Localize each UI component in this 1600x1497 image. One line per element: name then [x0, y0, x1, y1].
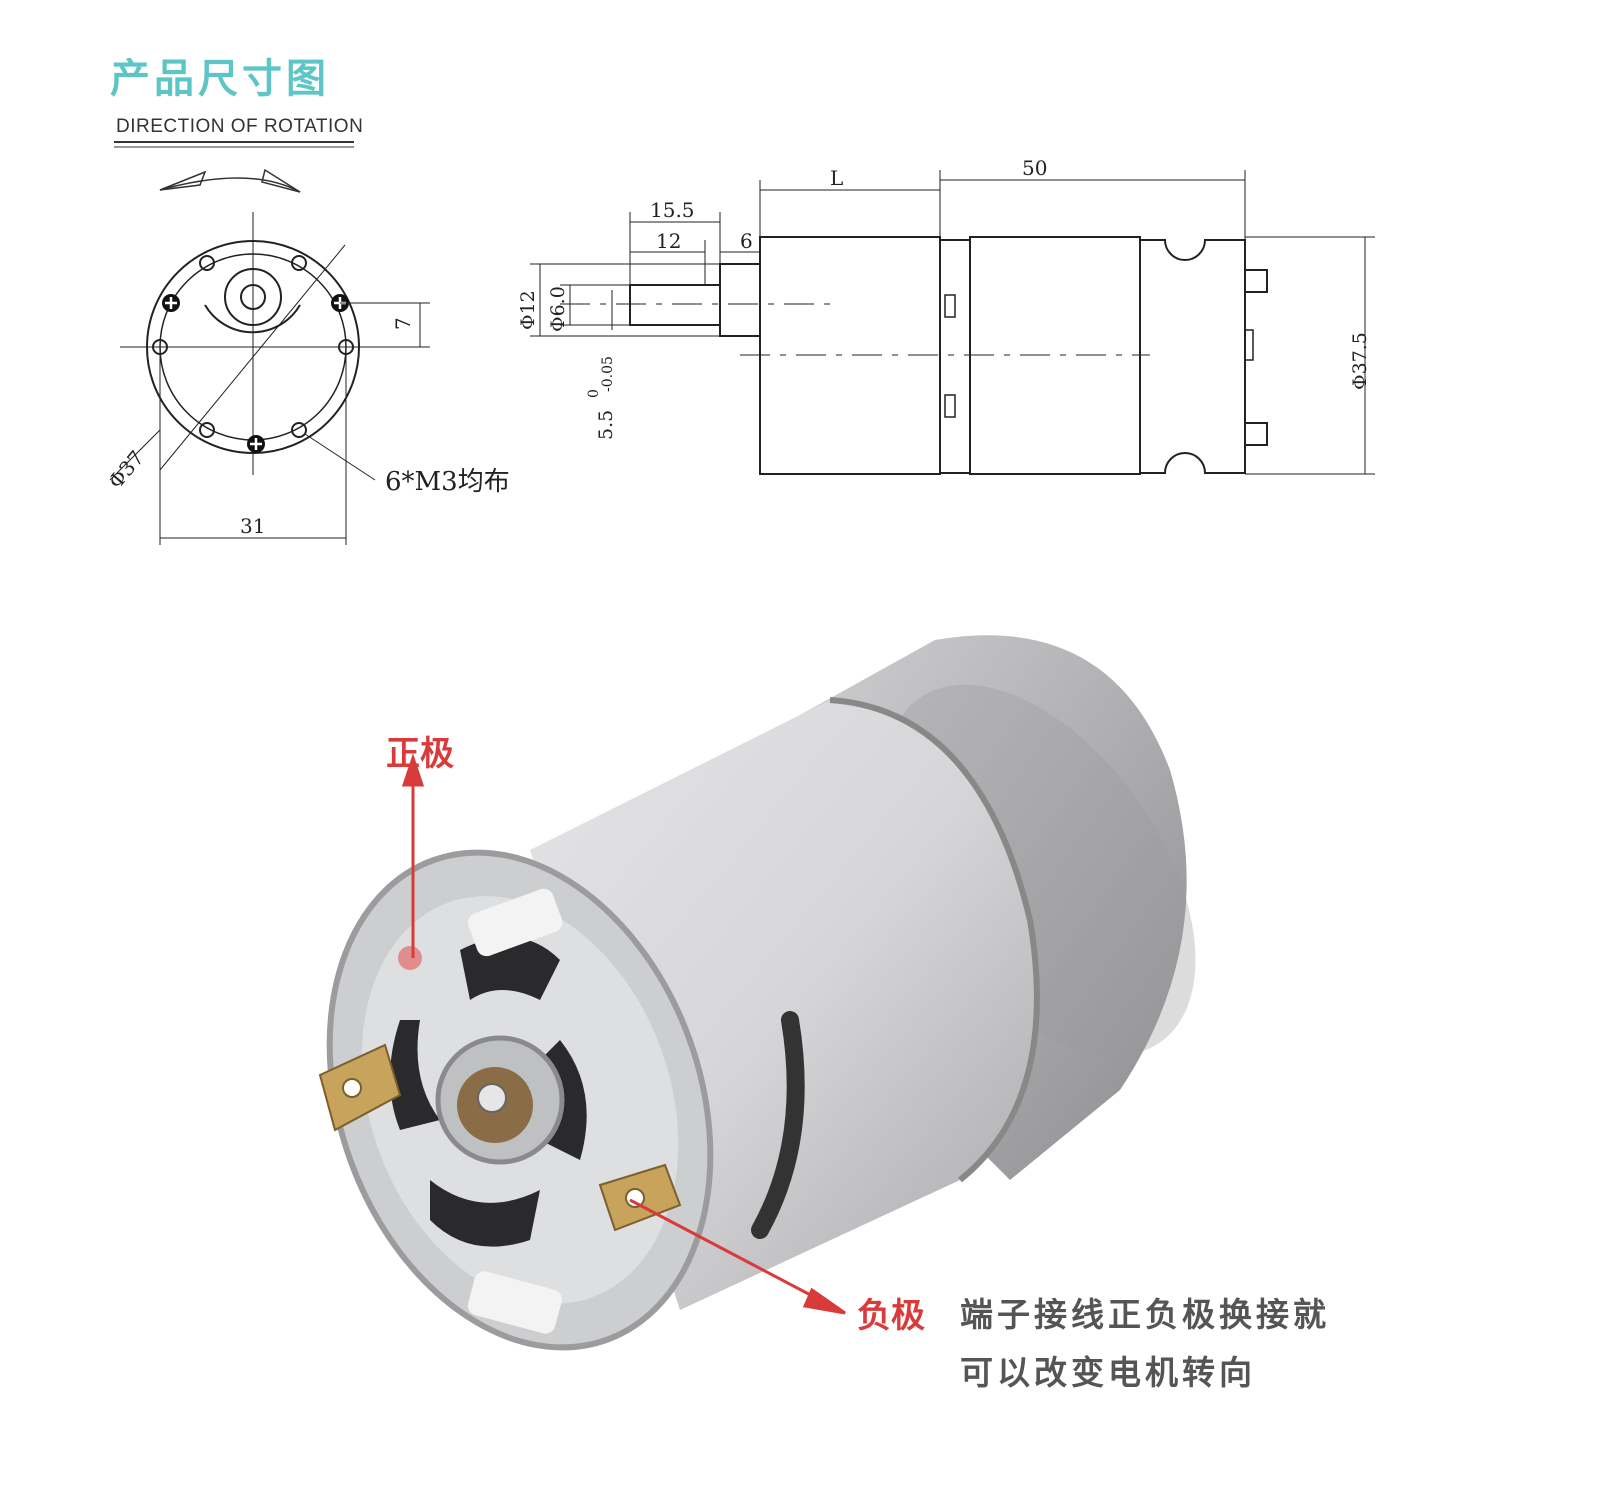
front-offset-label: 7 — [391, 317, 415, 330]
dim-dia-6: Φ6.0 — [547, 286, 569, 332]
side-centerline — [560, 303, 1150, 356]
rotation-arrows — [159, 168, 301, 193]
motor-photo — [318, 635, 1196, 1351]
page-title: 产品尺寸图 — [110, 56, 330, 102]
rotation-label: DIRECTION OF ROTATION — [116, 116, 364, 137]
dim-L: L — [830, 166, 843, 190]
negative-pole-label: 负极 — [857, 1296, 925, 1336]
note-line-2: 可以改变电机转向 — [960, 1353, 1256, 1392]
dim-dia-12: Φ12 — [517, 290, 539, 330]
positive-pole-label: 正极 — [386, 734, 454, 774]
dim-dia-37-5: Φ37.5 — [1349, 332, 1371, 390]
dim-6: 6 — [740, 229, 753, 253]
front-width-label: 31 — [240, 514, 265, 538]
end-cap — [390, 888, 587, 1334]
note-line-1: 端子接线正负极换接就 — [960, 1295, 1330, 1334]
holes-label: 6*M3均布 — [385, 467, 510, 497]
dim-flat-tol-upper: 0 — [586, 389, 602, 398]
dim-flat: 5.5 — [595, 410, 617, 440]
front-diameter-label: Φ37 — [103, 446, 148, 493]
dim-12: 12 — [656, 229, 681, 253]
dim-15-5: 15.5 — [650, 198, 695, 222]
dim-50: 50 — [1022, 156, 1047, 180]
front-view — [120, 212, 370, 475]
positive-arrow — [401, 753, 425, 958]
terminals — [318, 1043, 682, 1232]
negative-arrow — [629, 1198, 846, 1315]
dimension-drawing: 31 7 Φ37 6*M3均布 — [103, 141, 1375, 545]
dim-flat-tol-lower: -0.05 — [600, 356, 616, 392]
